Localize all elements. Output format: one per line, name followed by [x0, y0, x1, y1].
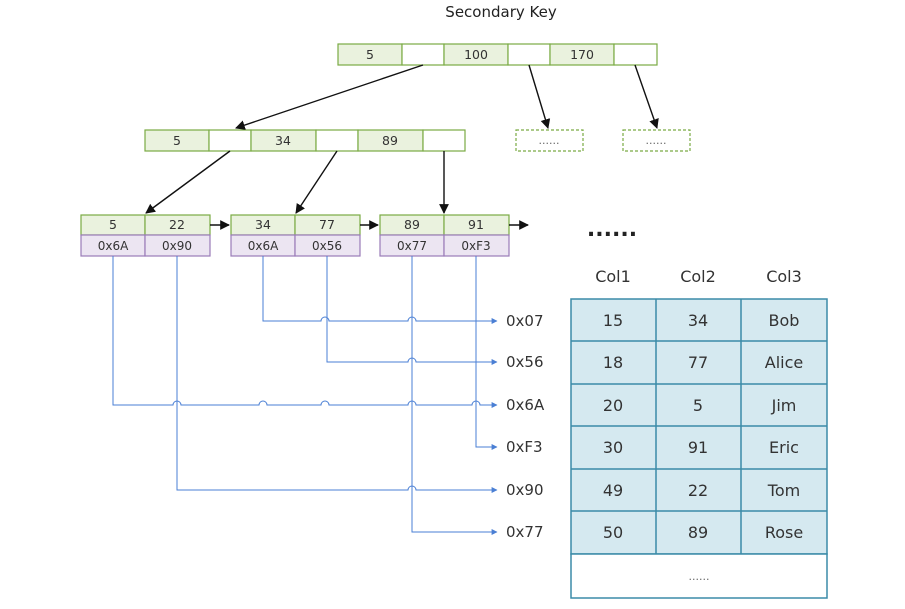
- pointer-arrow: [528, 64, 551, 129]
- root-key: 100: [464, 47, 488, 62]
- pointer-arrow: [295, 150, 338, 214]
- address-label: 0x90: [506, 481, 544, 499]
- table-cell: 50: [603, 523, 623, 542]
- table-cell: Bob: [769, 311, 800, 330]
- table-cell: Eric: [769, 438, 799, 457]
- root-node: 5 100 170: [337, 43, 658, 66]
- table-cell: 18: [603, 353, 623, 372]
- leaf-pk: 0x90: [162, 239, 192, 253]
- table-more-dots: ......: [689, 570, 710, 583]
- table-cell: 20: [603, 396, 623, 415]
- table-cell: 49: [603, 481, 623, 500]
- leaf-key: 5: [109, 217, 117, 232]
- table-cell: 89: [688, 523, 708, 542]
- table-header: Col2: [680, 267, 716, 286]
- table-cell: 91: [688, 438, 708, 457]
- address-link: [475, 256, 498, 450]
- table-cell: 34: [688, 311, 708, 330]
- leaf-key: 91: [468, 217, 484, 232]
- table-row: 20 5 Jim: [603, 396, 797, 415]
- root-key: 170: [570, 47, 594, 62]
- table-cell: Tom: [767, 481, 800, 500]
- leaf-pk: 0x6A: [98, 239, 129, 253]
- pointer-arrow: [235, 64, 424, 130]
- placeholder-node: ......: [515, 129, 584, 152]
- root-key: 5: [366, 47, 374, 62]
- leaf-pk: 0x6A: [248, 239, 279, 253]
- placeholder-dots: ......: [539, 134, 560, 147]
- internal-key: 34: [275, 133, 291, 148]
- table-row: 50 89 Rose: [603, 523, 803, 542]
- table-row: 18 77 Alice: [603, 353, 803, 372]
- leaf-more-dots: ......: [587, 217, 637, 242]
- internal-key: 89: [382, 133, 398, 148]
- address-label: 0x77: [506, 523, 544, 541]
- leaf-key: 34: [255, 217, 271, 232]
- table-header: Col3: [766, 267, 802, 286]
- tree-pointers: [145, 64, 659, 230]
- address-link: [262, 256, 498, 324]
- address-link: [326, 256, 498, 365]
- table-cell: 5: [693, 396, 703, 415]
- leaf-node: 34 77 0x6A 0x56: [230, 214, 361, 257]
- address-link: [112, 256, 498, 408]
- leaf-pk: 0x77: [397, 239, 427, 253]
- address-link: [176, 256, 498, 493]
- address-links: [112, 256, 498, 535]
- address-labels: 0x07 0x56 0x6A 0xF3 0x90 0x77: [506, 312, 545, 541]
- address-label: 0xF3: [506, 438, 543, 456]
- internal-node: 5 34 89: [144, 129, 466, 152]
- address-label: 0x6A: [506, 396, 545, 414]
- leaf-key: 77: [319, 217, 335, 232]
- address-link: [411, 256, 498, 535]
- leaf-pk: 0x56: [312, 239, 342, 253]
- leaf-node: 89 91 0x77 0xF3: [379, 214, 510, 257]
- placeholder-dots: ......: [646, 134, 667, 147]
- placeholder-node: ......: [622, 129, 691, 152]
- table-row: 15 34 Bob: [603, 311, 800, 330]
- table-header: Col1: [595, 267, 631, 286]
- leaf-key: 22: [169, 217, 185, 232]
- table-cell: Jim: [771, 396, 797, 415]
- table-cell: Rose: [765, 523, 803, 542]
- leaf-key: 89: [404, 217, 420, 232]
- diagram-title: Secondary Key: [445, 3, 557, 21]
- leaf-pk: 0xF3: [461, 239, 490, 253]
- address-label: 0x56: [506, 353, 544, 371]
- table-more-row: [570, 553, 828, 599]
- pointer-arrow: [145, 150, 231, 214]
- table-cell: 22: [688, 481, 708, 500]
- table-cell: Alice: [765, 353, 803, 372]
- data-table: Col1 Col2 Col3 ...... 15 34 Bob 18 77 Al…: [570, 267, 828, 599]
- table-row: 49 22 Tom: [603, 481, 800, 500]
- table-cell: 15: [603, 311, 623, 330]
- leaf-node: 5 22 0x6A 0x90: [80, 214, 211, 257]
- table-cell: 77: [688, 353, 708, 372]
- table-row: 30 91 Eric: [603, 438, 799, 457]
- table-cell: 30: [603, 438, 623, 457]
- pointer-arrow: [634, 64, 659, 129]
- internal-key: 5: [173, 133, 181, 148]
- address-label: 0x07: [506, 312, 544, 330]
